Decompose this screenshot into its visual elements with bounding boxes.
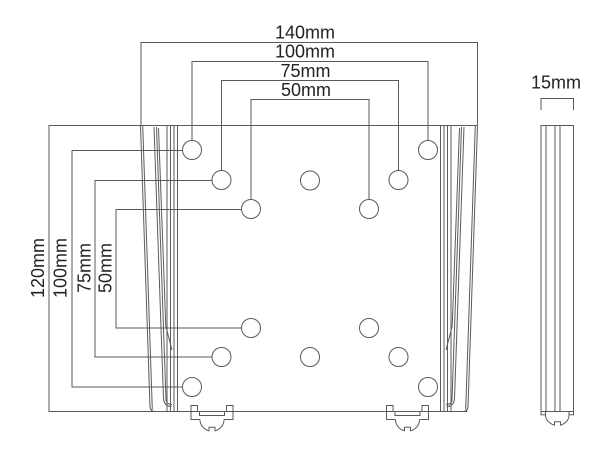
dimension-left-100mm: 100mm [51, 150, 183, 388]
mounting-hole [388, 170, 409, 190]
dimension-label: 100mm [51, 238, 71, 298]
dimension-line [48, 125, 151, 412]
mounting-hole [211, 170, 232, 190]
bottom-clip-right [386, 405, 429, 432]
dimension-label: 120mm [28, 238, 48, 298]
dimension-left-120mm: 120mm [28, 125, 151, 412]
bottom-clip-left [190, 405, 234, 432]
dimensions: 140mm 100mm 75mm 50mm 120mm 100mm [28, 23, 581, 412]
mounting-hole [241, 199, 261, 219]
left-rail [140, 125, 178, 412]
dimension-label: 100mm [275, 42, 335, 62]
mounting-hole [418, 140, 438, 160]
dimension-top-50mm: 50mm [250, 80, 370, 200]
mounting-hole [388, 347, 409, 367]
right-rail-hook [445, 127, 460, 351]
dimension-top-75mm: 75mm [221, 61, 399, 171]
mounting-hole [182, 140, 202, 160]
mounting-hole [211, 347, 232, 367]
dimension-label: 50mm [96, 243, 116, 293]
mounting-hole [182, 377, 202, 397]
dimension-left-75mm: 75mm [75, 180, 212, 358]
dimension-line [250, 99, 370, 200]
dimension-line [540, 98, 574, 110]
dimension-line [94, 180, 212, 358]
dimension-label: 75mm [75, 243, 95, 293]
mounting-hole [241, 318, 261, 338]
dimension-line [221, 80, 399, 171]
dimension-left-50mm: 50mm [96, 209, 241, 329]
dimension-label: 50mm [281, 80, 331, 100]
dimension-line [140, 42, 478, 125]
side-bottom-clip [540, 411, 574, 426]
mounting-hole [359, 318, 379, 338]
right-rail [440, 125, 478, 412]
mounting-hole [359, 199, 379, 219]
dimension-line [115, 209, 241, 329]
mounting-hole [300, 170, 320, 191]
dimension-label: 15mm [531, 73, 581, 93]
dimension-top-140mm: 140mm [140, 23, 478, 125]
dimension-line [71, 150, 183, 388]
dimension-label: 75mm [280, 61, 330, 81]
mounting-hole [300, 347, 320, 367]
left-rail-hook [158, 127, 173, 351]
mounting-holes [182, 140, 438, 397]
dimension-line [191, 61, 429, 141]
dimension-top-100mm: 100mm [191, 42, 429, 141]
mounting-hole [418, 377, 438, 397]
front-view [140, 125, 478, 432]
side-view [540, 125, 574, 426]
dimension-label: 140mm [275, 23, 335, 43]
dimension-side-15mm: 15mm [531, 73, 581, 110]
